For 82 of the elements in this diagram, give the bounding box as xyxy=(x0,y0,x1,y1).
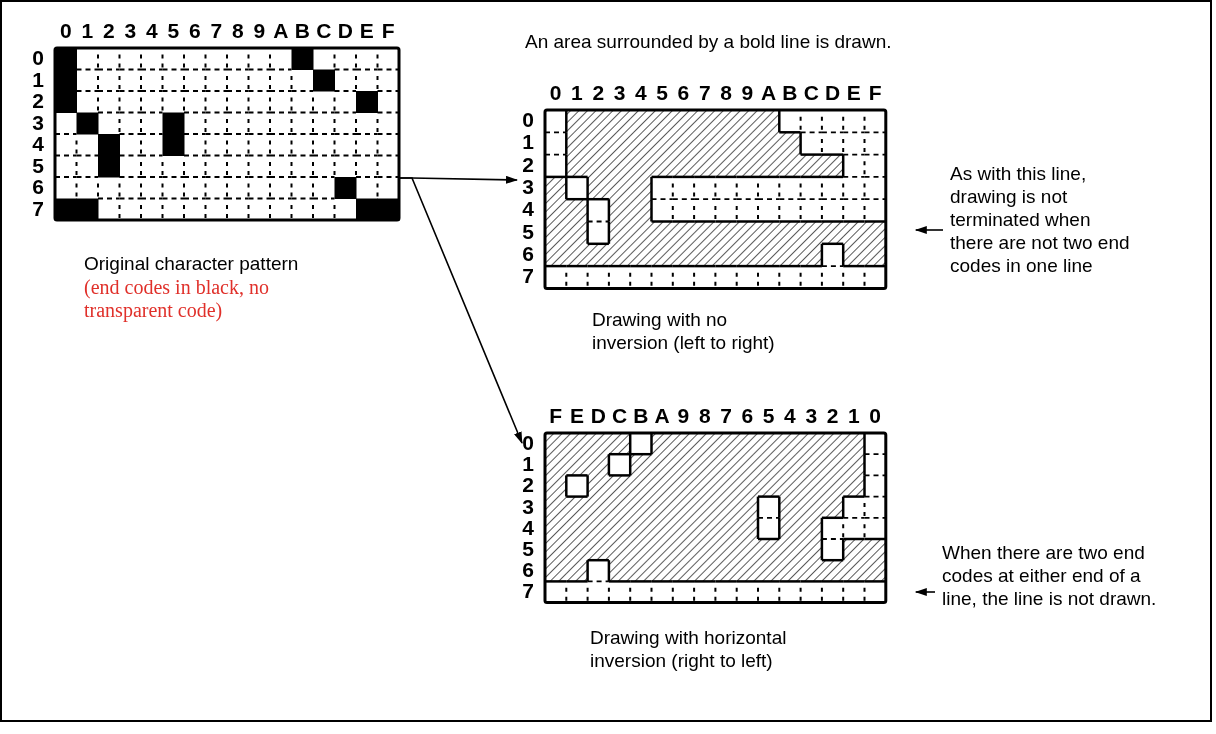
column-label: E xyxy=(358,20,375,42)
column-label: 5 xyxy=(761,405,776,427)
row-label: 2 xyxy=(521,474,535,496)
node-label: Original character pattern xyxy=(84,252,300,275)
column-label: E xyxy=(568,405,585,427)
row-label: 4 xyxy=(521,198,535,221)
row-label: 5 xyxy=(31,154,45,176)
row-label: 1 xyxy=(31,68,45,90)
row-label: 5 xyxy=(521,220,535,243)
row-label: 7 xyxy=(31,197,45,219)
node-label: Drawing with no inversion (left to right) xyxy=(592,308,776,354)
column-label: A xyxy=(653,405,671,427)
row-label: 1 xyxy=(521,131,535,154)
column-label: 4 xyxy=(783,405,797,427)
column-label: A xyxy=(760,82,778,104)
column-label: D xyxy=(336,20,354,42)
column-label: 7 xyxy=(719,405,733,427)
column-label: 0 xyxy=(548,82,563,104)
column-label: 9 xyxy=(740,82,755,104)
column-label: 3 xyxy=(612,82,627,104)
row-label: 3 xyxy=(521,175,535,199)
heading-text: An area surrounded by a bold line is drawn. xyxy=(525,30,892,53)
column-label: F xyxy=(867,82,883,104)
column-label: 4 xyxy=(634,82,648,104)
column-label: 8 xyxy=(697,405,712,427)
column-label: 2 xyxy=(825,405,840,427)
column-label: 6 xyxy=(740,405,755,427)
node-label: Drawing with horizontal inversion (right to left) xyxy=(590,626,788,672)
column-label: C xyxy=(315,20,333,42)
column-label: 5 xyxy=(166,20,181,42)
note-text: As with this line, drawing is not terminated when there are not two end codes in one line xyxy=(950,162,1135,277)
column-label: B xyxy=(632,405,650,427)
column-label: 1 xyxy=(80,20,95,42)
row-label: 5 xyxy=(521,538,535,560)
row-label: 2 xyxy=(31,90,45,112)
column-label: 7 xyxy=(697,82,712,104)
row-label: 0 xyxy=(31,47,45,69)
column-label: B xyxy=(781,82,799,104)
row-label: 0 xyxy=(521,432,535,454)
row-label: 3 xyxy=(521,495,535,517)
column-label: 9 xyxy=(252,20,267,42)
row-label: 7 xyxy=(521,265,535,288)
column-label: 6 xyxy=(676,82,691,104)
row-label: 1 xyxy=(521,453,535,475)
column-label: 1 xyxy=(847,405,861,427)
column-label: D xyxy=(823,82,842,104)
row-label: 6 xyxy=(521,559,535,581)
column-label: A xyxy=(272,20,290,42)
column-label: 9 xyxy=(676,405,691,427)
column-label: 2 xyxy=(101,20,116,42)
node-label: (end codes in black, no transparent code) xyxy=(84,276,270,322)
note-text: When there are two end codes at either end of a line, the line is not drawn. xyxy=(942,541,1174,610)
column-label: 8 xyxy=(719,82,733,104)
row-label: 4 xyxy=(31,133,45,155)
column-label: 8 xyxy=(230,20,245,42)
row-label: 6 xyxy=(31,176,45,198)
column-label: D xyxy=(589,405,607,427)
column-label: 0 xyxy=(58,20,73,42)
column-label: 7 xyxy=(209,20,224,42)
column-label: F xyxy=(380,20,396,42)
row-label: 6 xyxy=(521,242,535,266)
column-label: 3 xyxy=(123,20,138,42)
row-label: 7 xyxy=(521,580,535,602)
column-label: 5 xyxy=(655,82,669,104)
column-label: 0 xyxy=(868,405,882,427)
column-label: C xyxy=(610,405,629,427)
leader-arrow xyxy=(914,588,936,596)
column-label: 2 xyxy=(591,82,606,104)
row-label: 3 xyxy=(31,111,45,133)
row-label: 0 xyxy=(521,109,535,132)
row-label: 2 xyxy=(521,153,535,176)
column-label: 3 xyxy=(804,405,819,427)
column-label: B xyxy=(293,20,311,42)
row-label: 4 xyxy=(521,516,535,538)
column-label: E xyxy=(845,82,862,104)
column-label: 6 xyxy=(187,20,202,42)
column-label: C xyxy=(802,82,820,104)
column-label: F xyxy=(548,405,564,427)
arrow xyxy=(399,177,523,444)
leader-arrow xyxy=(914,226,944,234)
column-label: 1 xyxy=(570,82,584,104)
column-label: 4 xyxy=(144,20,159,42)
